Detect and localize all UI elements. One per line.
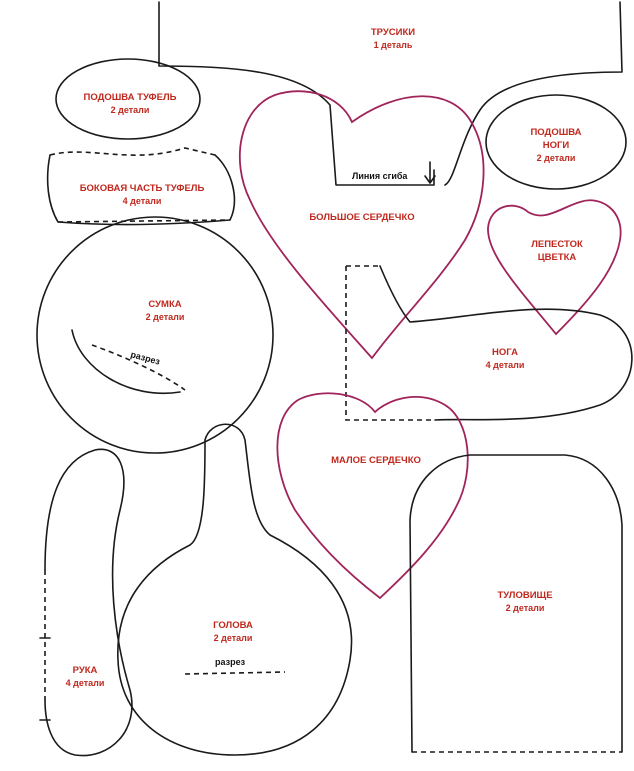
arrow-down-icon xyxy=(424,161,436,184)
leg-piece: НОГА 4 детали xyxy=(345,265,633,421)
bag-label: СУМКА xyxy=(148,299,181,310)
shoe-side-piece: БОКОВАЯ ЧАСТЬ ТУФЕЛЬ 4 детали xyxy=(46,147,236,226)
panties-count: 1 деталь xyxy=(374,40,413,50)
shoe-side-count: 4 детали xyxy=(123,196,162,206)
fold-line-marker: Линия сгиба xyxy=(352,161,436,184)
bag-count: 2 детали xyxy=(146,312,185,322)
shoe-sole-piece: ПОДОШВА ТУФЕЛЬ 2 детали xyxy=(55,58,201,140)
head-label: ГОЛОВА xyxy=(213,620,253,631)
shoe-sole-label: ПОДОШВА ТУФЕЛЬ xyxy=(84,92,177,103)
panties-label: ТРУСИКИ xyxy=(371,27,415,38)
big-heart-label: БОЛЬШОЕ СЕРДЕЧКО xyxy=(309,212,414,223)
leg-count: 4 детали xyxy=(486,360,525,370)
shoe-sole-count: 2 детали xyxy=(111,105,150,115)
foot-sole-piece: ПОДОШВА НОГИ 2 детали xyxy=(485,94,627,190)
head-piece: ГОЛОВА 2 детали разрез xyxy=(117,423,353,756)
bag-cut-label: разрез xyxy=(129,349,161,367)
torso-piece: ТУЛОВИЩЕ 2 детали xyxy=(409,454,623,753)
torso-label: ТУЛОВИЩЕ xyxy=(497,590,552,601)
small-heart-piece: МАЛОЕ СЕРДЕЧКО xyxy=(276,392,469,600)
shoe-side-label: БОКОВАЯ ЧАСТЬ ТУФЕЛЬ xyxy=(80,183,205,194)
petal-label-2: ЦВЕТКА xyxy=(538,252,577,263)
arm-piece: РУКА 4 детали xyxy=(39,448,133,757)
small-heart-label: МАЛОЕ СЕРДЕЧКО xyxy=(331,455,421,466)
petal-piece: ЛЕПЕСТОК ЦВЕТКА xyxy=(487,199,622,336)
arm-label: РУКА xyxy=(73,665,98,676)
fold-line-label: Линия сгиба xyxy=(352,171,408,181)
arm-count: 4 детали xyxy=(66,678,105,688)
big-heart-piece: БОЛЬШОЕ СЕРДЕЧКО xyxy=(238,90,485,360)
head-cut-label: разрез xyxy=(215,657,246,667)
leg-label: НОГА xyxy=(492,347,518,358)
torso-count: 2 детали xyxy=(506,603,545,613)
foot-sole-label-2: НОГИ xyxy=(543,140,570,151)
foot-sole-label-1: ПОДОШВА xyxy=(530,127,581,138)
foot-sole-count: 2 детали xyxy=(537,153,576,163)
bag-piece: СУМКА 2 детали разрез xyxy=(36,216,274,454)
panties-piece: ТРУСИКИ 1 деталь xyxy=(158,1,623,186)
petal-label-1: ЛЕПЕСТОК xyxy=(531,239,583,250)
head-count: 2 детали xyxy=(214,633,253,643)
